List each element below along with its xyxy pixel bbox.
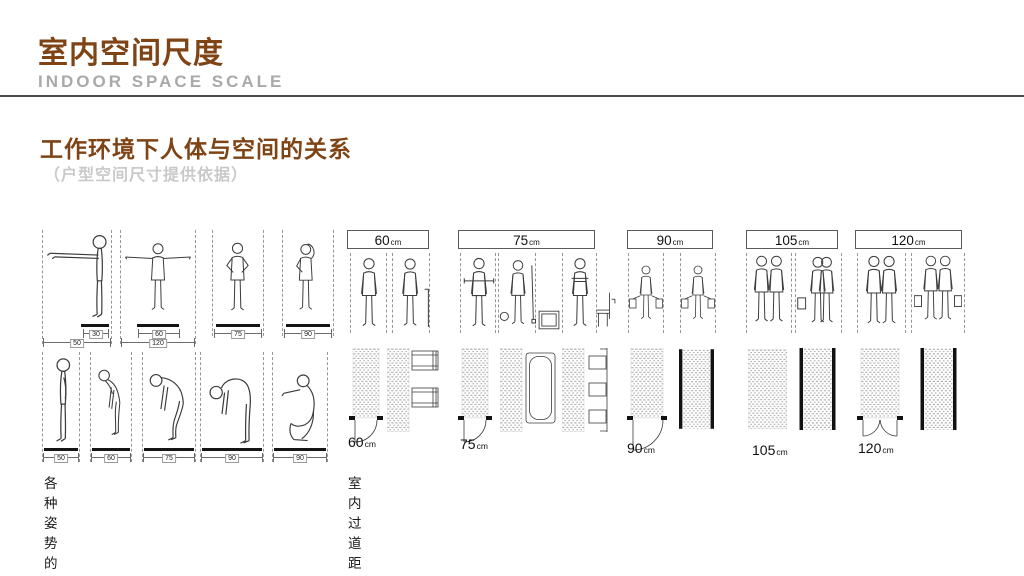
dim-120: 120	[121, 338, 195, 348]
person-slight-bend-figure	[98, 369, 121, 436]
person-with-bucket-mop-figure	[499, 260, 536, 325]
dim-90: 90	[273, 453, 327, 463]
dim-60: 60	[138, 329, 180, 339]
ground-line	[202, 448, 262, 451]
ground-line	[137, 324, 179, 327]
posture-arms-spread: 60 120	[120, 230, 196, 348]
header-divider	[0, 95, 1024, 97]
shelves-plan	[562, 348, 608, 432]
person-standing-side-figure	[55, 358, 71, 442]
posture-arm-raised: 90	[282, 230, 334, 339]
two-people-figure	[748, 255, 790, 324]
door-swing-plan	[458, 348, 492, 443]
door-swing-wide-plan	[627, 348, 667, 451]
dim-50: 50	[43, 453, 79, 463]
figure-cell	[562, 253, 597, 333]
person-carrying-bags-figure	[681, 255, 715, 331]
corridor-chairs-plan	[387, 348, 439, 432]
walled-corridor-plan	[679, 349, 714, 429]
dim-90: 90	[201, 453, 263, 463]
figure-cell	[628, 253, 664, 333]
two-people-figure	[860, 255, 903, 326]
page-subtitle: INDOOR SPACE SCALE	[38, 72, 285, 91]
person-front-figure	[360, 258, 378, 327]
double-door-swing-plan	[857, 348, 903, 437]
person-arm-raised-figure	[296, 243, 315, 310]
door-swing-plan	[349, 348, 383, 443]
person-arms-spread-figure	[125, 243, 191, 310]
posture-side-arm-forward: 30 50	[42, 230, 112, 348]
section-heading: 工作环境下人体与空间的关系	[40, 136, 352, 162]
dim-90: 90	[284, 329, 332, 339]
two-people-one-bag-figure	[797, 256, 835, 323]
chair-side-glyph	[596, 292, 616, 327]
posture-squat: 90	[272, 352, 328, 463]
person-half-bend-figure	[149, 374, 184, 441]
ground-line	[44, 448, 78, 451]
posture-hands-on-hips: 75	[212, 230, 264, 339]
person-front-at-counter-figure	[402, 258, 429, 327]
dim-75: 75	[214, 329, 262, 339]
ground-line	[144, 448, 194, 451]
dim-75: 75	[143, 453, 195, 463]
posture-half-bend: 75	[142, 352, 196, 463]
person-deep-bend-figure	[209, 378, 251, 444]
dim-60: 60	[91, 453, 131, 463]
page-title: 室内空间尺度	[38, 37, 224, 70]
person-arms-folded-figure	[571, 258, 589, 327]
dim-30: 30	[83, 329, 109, 339]
ground-line	[286, 324, 330, 327]
ground-line	[274, 448, 326, 451]
figure-cell	[857, 253, 906, 333]
postures-caption: 各种姿势的空间要求	[44, 476, 59, 571]
section-subheading: （户型空间尺寸提供依据）	[44, 167, 249, 184]
corridors-caption: 室内过道距离	[348, 476, 363, 571]
figure-cell	[680, 253, 716, 333]
person-elbow-span-figure	[463, 257, 495, 327]
bathtub-plan	[500, 348, 556, 432]
person-carrying-bags-figure	[629, 255, 663, 331]
dim-50: 50	[43, 338, 111, 348]
stool-glyph	[538, 310, 560, 330]
figure-cell	[795, 253, 842, 333]
posture-standing-side: 50	[42, 352, 80, 463]
ground-line	[92, 448, 130, 451]
ground-line	[81, 324, 109, 327]
posture-slight-bend: 60	[90, 352, 132, 463]
person-squat-figure	[281, 374, 315, 442]
person-hands-on-hips-figure	[226, 242, 249, 311]
figure-cell	[911, 253, 965, 333]
figure-cell	[498, 253, 536, 333]
ground-line	[216, 324, 260, 327]
walled-corridor-plan	[799, 348, 836, 430]
person-side-arm-forward-figure	[46, 234, 107, 318]
two-people-with-bags-figure	[914, 255, 962, 322]
figure-cell	[392, 253, 430, 333]
walled-corridor-plan	[920, 348, 957, 430]
posture-deep-bend: 90	[200, 352, 264, 463]
figure-cell	[460, 253, 496, 333]
figure-cell	[350, 253, 387, 333]
open-corridor-plan	[748, 349, 787, 429]
figure-cell	[746, 253, 792, 333]
